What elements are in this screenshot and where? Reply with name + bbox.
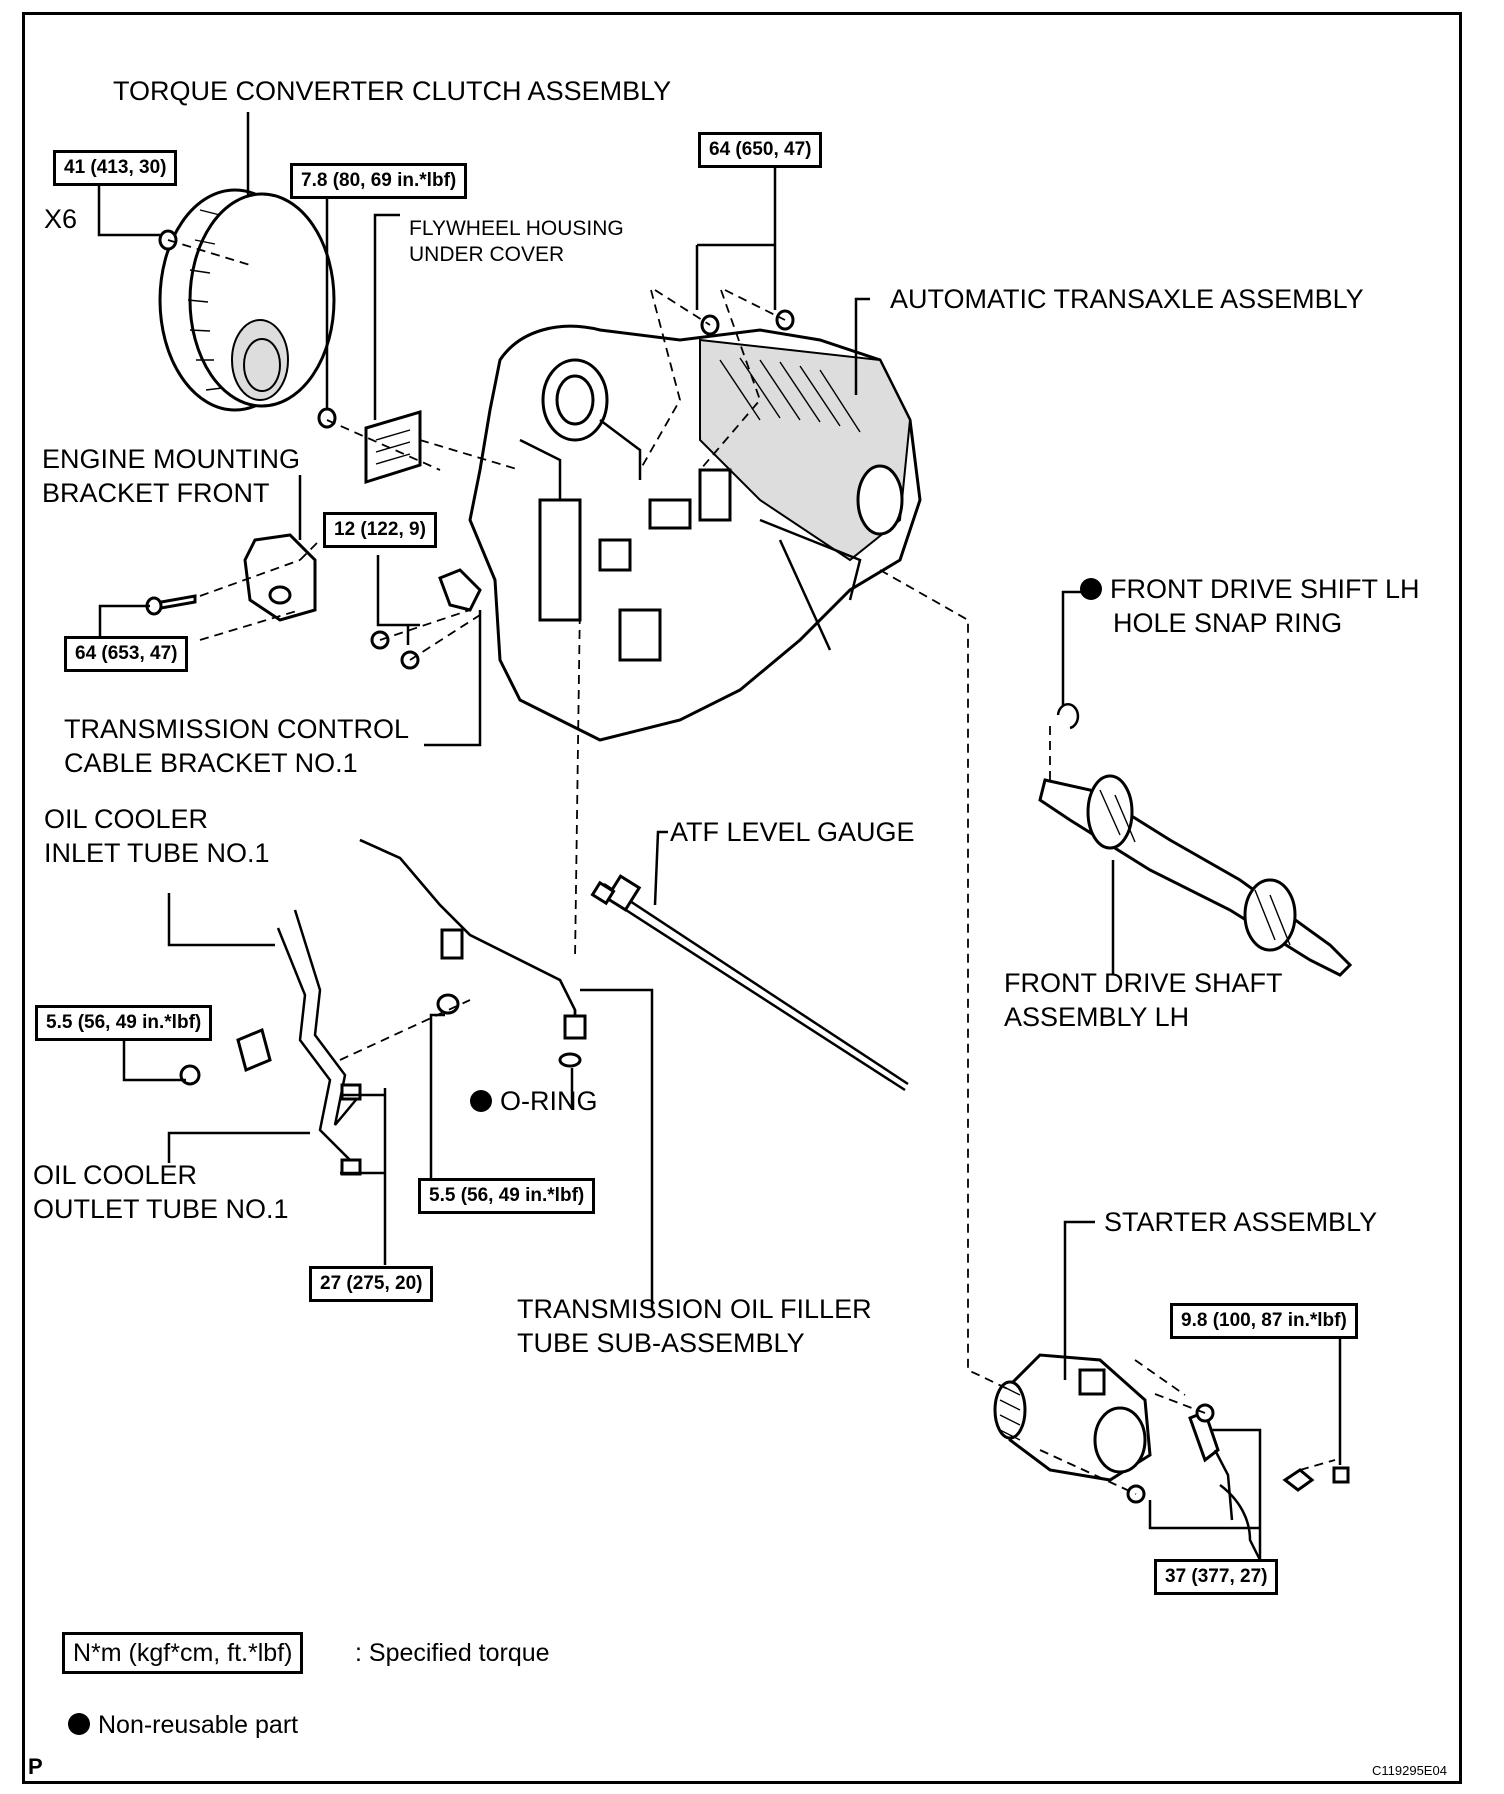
label-outlet-tube-2: OUTLET TUBE NO.1 (33, 1194, 289, 1224)
label-torque-converter: TORQUE CONVERTER CLUTCH ASSEMBLY (113, 76, 672, 106)
atf-gauge-drawing (590, 874, 909, 1092)
label-filler-tube-1: TRANSMISSION OIL FILLER (517, 1294, 872, 1324)
cable-bracket-drawing (370, 568, 482, 670)
torque-box-41: 41 (413, 30) (53, 150, 178, 186)
label-flywheel-cover-1: FLYWHEEL HOUSING (409, 217, 624, 240)
torque-box-5-5-middle: 5.5 (56, 49 in.*lbf) (418, 1178, 596, 1214)
label-x6: X6 (44, 204, 78, 234)
torque-box-7-8: 7.8 (80, 69 in.*lbf) (290, 163, 468, 199)
label-engine-bracket-1: ENGINE MOUNTING (42, 444, 301, 474)
torque-box-37: 37 (377, 27) (1154, 1559, 1279, 1595)
alignment-lines (167, 239, 1336, 1495)
transaxle-drawing (468, 324, 922, 742)
label-starter: STARTER ASSEMBLY (1104, 1207, 1378, 1237)
label-snap-ring-1: FRONT DRIVE SHIFT LH (1110, 574, 1420, 604)
label-cable-bracket-1: TRANSMISSION CONTROL (64, 714, 410, 744)
filler-tube-drawing (359, 838, 587, 1068)
nonreusable-dot-icon (1080, 578, 1102, 600)
corner-letter: P (28, 1754, 43, 1779)
legend-torque-unit: N*m (kgf*cm, ft.*lbf) (62, 1632, 304, 1674)
drive-shaft-drawing (1038, 703, 1353, 977)
torque-box-64-653: 64 (653, 47) (64, 636, 189, 672)
label-filler-tube-2: TUBE SUB-ASSEMBLY (517, 1328, 805, 1358)
label-inlet-tube-2: INLET TUBE NO.1 (44, 838, 270, 868)
nonreusable-dot-icon (68, 1713, 90, 1735)
torque-box-9-8: 9.8 (100, 87 in.*lbf) (1170, 1303, 1358, 1339)
torque-box-12: 12 (122, 9) (323, 512, 437, 548)
label-cable-bracket-2: CABLE BRACKET NO.1 (64, 748, 358, 778)
legend-nonreusable-text: Non-reusable part (98, 1711, 299, 1739)
torque-converter-drawing (158, 188, 336, 412)
leader-lines (97, 112, 1342, 1583)
flywheel-cover-drawing (364, 409, 422, 485)
label-atf-gauge: ATF LEVEL GAUGE (670, 817, 915, 847)
torque-box-27: 27 (275, 20) (309, 1266, 434, 1302)
label-outlet-tube-1: OIL COOLER (33, 1160, 198, 1190)
label-snap-ring: FRONT DRIVE SHIFT LH (1080, 572, 1420, 606)
oil-cooler-tubes-drawing (179, 909, 362, 1176)
label-drive-shaft-1: FRONT DRIVE SHAFT (1004, 968, 1283, 998)
legend-nonreusable: Non-reusable part (68, 1708, 298, 1742)
starter-drawing (993, 1353, 1350, 1561)
label-snap-ring-2: HOLE SNAP RING (1113, 608, 1343, 638)
label-engine-bracket-2: BRACKET FRONT (42, 478, 270, 508)
label-inlet-tube-1: OIL COOLER (44, 804, 209, 834)
torque-box-64-650: 64 (650, 47) (698, 132, 823, 168)
legend-torque-text: : Specified torque (355, 1639, 550, 1667)
label-o-ring: O-RING (470, 1084, 598, 1118)
label-transaxle: AUTOMATIC TRANSAXLE ASSEMBLY (890, 284, 1364, 314)
label-drive-shaft-2: ASSEMBLY LH (1004, 1002, 1190, 1032)
figure-code: C119295E04 (1372, 1763, 1447, 1778)
label-o-ring-text: O-RING (500, 1086, 598, 1116)
label-flywheel-cover-2: UNDER COVER (409, 243, 565, 266)
engine-bracket-drawing (145, 533, 317, 622)
torque-box-5-5-left: 5.5 (56, 49 in.*lbf) (35, 1005, 213, 1041)
nonreusable-dot-icon (470, 1090, 492, 1112)
